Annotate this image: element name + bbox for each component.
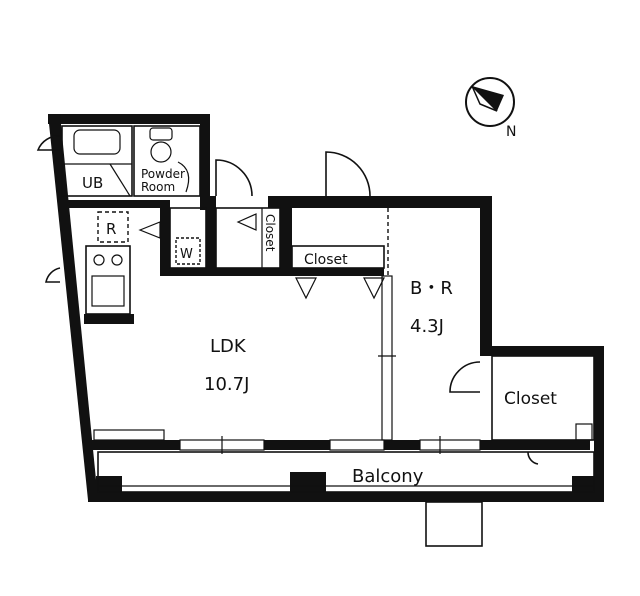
kitchen-stove: [85, 245, 131, 315]
unit-bath-label: UB: [82, 174, 103, 192]
right-closet-label: Closet: [504, 389, 557, 409]
powder-room-label-line2: Room: [141, 180, 175, 194]
top-closet: Closet: [291, 245, 385, 269]
doors: [36, 135, 593, 465]
north-compass-icon: N: [465, 77, 516, 140]
hall-closet-label: Closet: [263, 214, 277, 252]
balcony: Balcony: [97, 451, 595, 547]
ldk-name: LDK: [210, 336, 247, 357]
windows: [93, 429, 481, 454]
ldk-size: 10.7J: [204, 374, 249, 395]
washer-label: W: [180, 247, 193, 262]
unit-bath: UB: [61, 125, 133, 197]
balcony-label: Balcony: [352, 466, 424, 487]
powder-room: Powder Room: [133, 125, 201, 197]
bedroom-size: 4.3J: [410, 316, 444, 337]
right-closet: Closet: [491, 355, 595, 441]
powder-room-label-line1: Powder: [141, 167, 185, 181]
partition: [378, 208, 396, 441]
north-label: N: [506, 124, 516, 140]
bedroom-name: B・R: [410, 278, 453, 299]
washer-space: W: [169, 207, 207, 269]
hall-closet: Closet: [215, 207, 281, 269]
refrigerator-label: R: [106, 220, 116, 238]
refrigerator-space: R: [97, 211, 129, 243]
top-closet-label: Closet: [304, 252, 348, 268]
room-labels: LDK 10.7J B・R 4.3J: [204, 278, 453, 395]
